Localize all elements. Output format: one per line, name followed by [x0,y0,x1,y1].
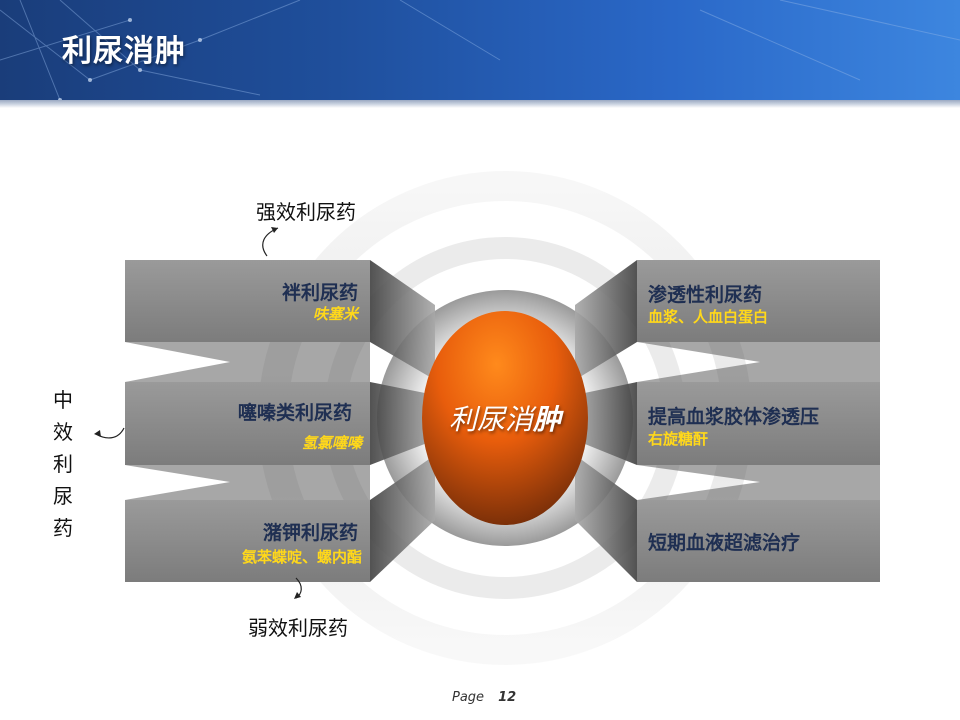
label-medium-char: 尿 [53,484,73,508]
box-left-1 [125,260,370,342]
band-right-1 [637,342,880,382]
arrow-strong-icon [262,227,279,257]
connector-right-1 [575,260,637,380]
label-medium-diuretics: 中 效 利 尿 药 [50,384,76,544]
center-label: 利尿消肿 [424,398,586,438]
left-box-1-title: 袢利尿药 [281,282,358,304]
connector-right-3 [575,455,637,582]
box-right-2 [637,382,880,465]
center-ellipse [422,311,588,525]
connector-left-3 [370,455,435,582]
band-right-2 [637,465,880,500]
box-left-2 [125,382,370,465]
arrow-medium-head-icon [94,430,101,437]
arrow-weak-head-icon [294,592,301,599]
connector-left-2 [370,382,435,465]
page-title: 利尿消肿 [62,34,186,69]
band-left-2 [125,465,370,500]
connector-left-1 [370,260,435,380]
label-strong-diuretics: 强效利尿药 [256,200,356,224]
band-left-1 [125,342,370,382]
box-left-3 [125,500,370,582]
left-box-1-subtitle: 呋塞米 [312,305,358,323]
label-medium-char: 中 [53,388,73,412]
connector-right-2 [575,382,637,465]
header-divider [0,100,960,108]
page-label: Page [452,690,485,705]
box-right-3 [637,500,880,582]
right-box-2-subtitle: 右旋糖酐 [648,430,709,448]
arrow-strong-head-icon [271,227,278,233]
label-medium-char: 利 [53,452,73,476]
label-weak-diuretics: 弱效利尿药 [248,616,348,640]
page-number: 12 [498,690,517,705]
left-box-3-title: 潴钾利尿药 [262,522,358,544]
label-medium-char: 效 [53,420,73,444]
page-footer: Page 12 [452,690,516,705]
slide-header: 利尿消肿 [0,0,960,100]
box-right-1 [637,260,880,342]
label-medium-char: 药 [53,516,73,540]
right-box-2-title: 提高血浆胶体渗透压 [648,406,820,428]
center-label-emphasis: 肿 [533,403,562,436]
left-box-2-subtitle: 氢氯噻嗪 [301,434,362,452]
left-box-2-title: 噻嗪类利尿药 [237,402,352,424]
right-box-1-title: 渗透性利尿药 [648,284,763,306]
center-label-main: 利尿消 [448,403,533,436]
network-pattern-icon [0,0,960,100]
left-box-3-subtitle: 氨苯蝶啶、螺内酯 [241,548,362,566]
right-box-1-subtitle: 血浆、人血白蛋白 [648,308,769,326]
right-box-3-title: 短期血液超滤治疗 [648,532,801,554]
